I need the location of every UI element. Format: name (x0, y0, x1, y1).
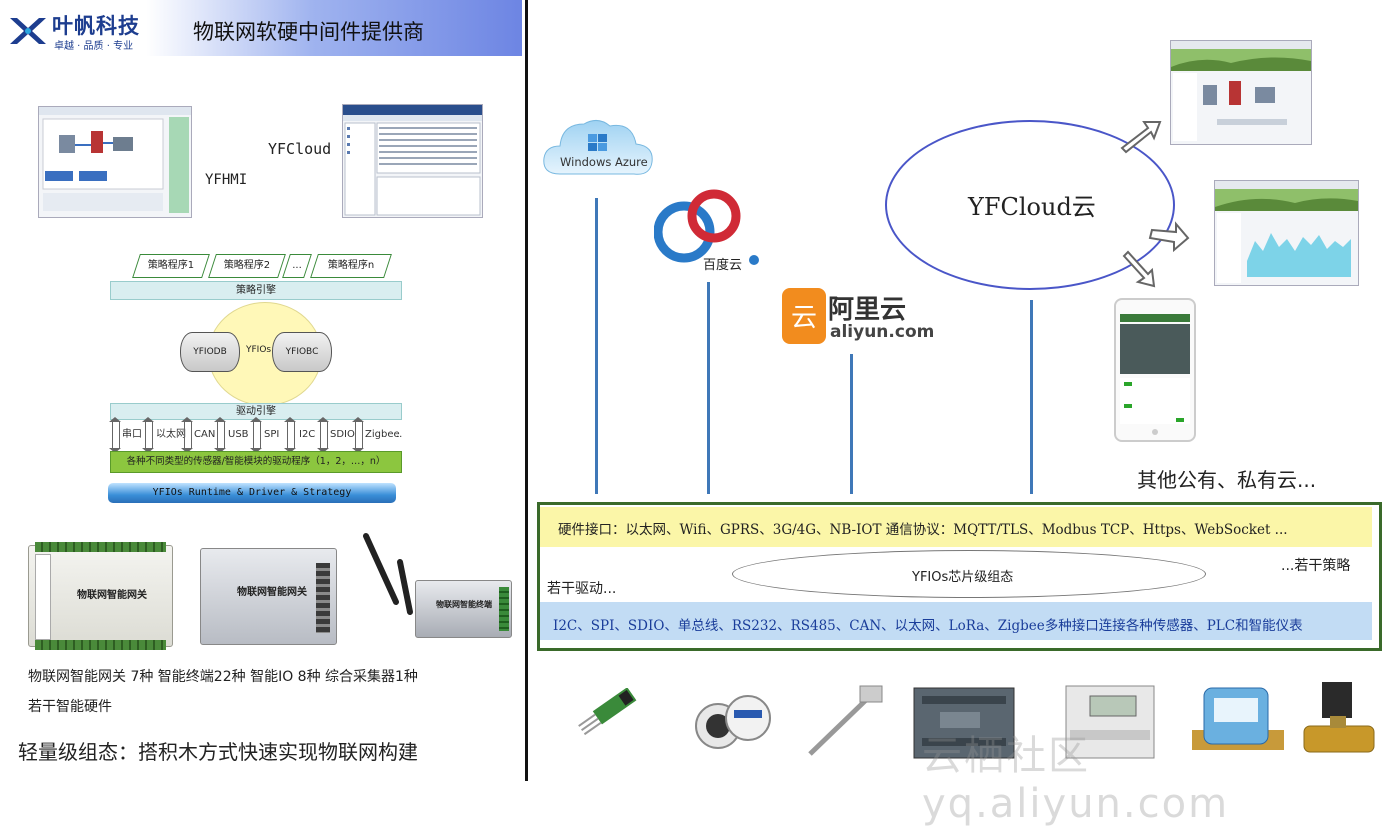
protocol-band (540, 507, 1372, 547)
aliyun-cn-label: 阿里云 (828, 295, 907, 325)
page-title: 物联网软硬中间件提供商 (193, 20, 424, 44)
humidity-sensor-icon (578, 688, 637, 736)
watermark: 云栖社区 yq.aliyun.com (922, 733, 1230, 827)
runtime-bar: YFIOs Runtime & Driver & Strategy (108, 483, 396, 503)
interface-ethernet: 以太网 (156, 429, 186, 440)
strategies-note: ...若干策略 (1281, 558, 1351, 574)
interface-zigbee: Zigbee (365, 429, 400, 440)
left-slogan: 轻量级组态：搭积木方式快速实现物联网构建 (18, 740, 418, 764)
yfiodb-cylinder: YFIODB (180, 332, 240, 372)
windows-azure-icon (543, 120, 653, 175)
yfios-chip-ellipse (732, 550, 1206, 598)
connector-line-azure (595, 198, 598, 494)
plc-icon (913, 687, 1015, 759)
strategy-program-n: 策略程序n (310, 254, 392, 278)
mobile-app-screenshot (1114, 298, 1196, 442)
svg-text:云: 云 (791, 303, 817, 333)
company-slogan: 卓越 · 品质 · 专业 (54, 41, 134, 52)
aliyun-icon: 云 (782, 288, 826, 344)
hardware-summary-2: 若干智能硬件 (28, 699, 112, 715)
gateway-device-1: 物联网智能网关 (28, 542, 173, 650)
gas-sensor-icon (695, 695, 771, 749)
connector-line-baidu (707, 282, 710, 494)
protocol-text: 硬件接口：以太网、Wifi、GPRS、3G/4G、NB-IOT 通信协议：MQT… (558, 522, 1288, 538)
interface-serial: 串口 (122, 429, 142, 440)
interface-arrow (352, 417, 364, 453)
interface-arrow (181, 417, 193, 453)
yfcloud-screenshot (342, 104, 483, 218)
gateway-device-2: 物联网智能网关 (200, 548, 337, 645)
other-clouds-label: 其他公有、私有云... (1137, 468, 1317, 492)
interface-sdio: SDIO (330, 429, 355, 440)
temperature-probe-icon (808, 685, 883, 756)
yfcloud-label: YFCloud (268, 140, 332, 158)
water-meter-icon (1192, 687, 1284, 750)
interface-arrow (317, 417, 329, 453)
terminal-device: 物联网智能终端 (415, 580, 512, 638)
hardware-summary: 物联网智能网关 7种 智能终端22种 智能IO 8种 综合采集器1种 (28, 669, 418, 685)
connector-line-aliyun (850, 354, 853, 494)
baidu-cloud-icon (654, 189, 759, 265)
web-monitor-screenshot-1 (1170, 40, 1312, 145)
yfios-chip-label: YFIOs芯片级组态 (912, 570, 1014, 585)
interface-arrow (142, 417, 154, 453)
vertical-divider (525, 0, 528, 781)
company-name: 叶帆科技 (52, 13, 140, 38)
strategy-engine-bar: 策略引擎 (110, 281, 402, 300)
header-banner (0, 0, 522, 56)
interface-arrow (284, 417, 296, 453)
aliyun-en-label: aliyun.com (830, 322, 935, 342)
yfiobc-cylinder: YFIOBC (272, 332, 332, 372)
yfcloud-ellipse (885, 120, 1175, 290)
baidu-cloud-label: 百度云 (703, 258, 743, 273)
interface-more: .. (396, 429, 403, 440)
interface-arrow (109, 417, 121, 453)
interface-spi: SPI (264, 429, 280, 440)
interface-can: CAN (194, 429, 216, 440)
interface-band (540, 602, 1372, 640)
connector-line-yfcloud (1030, 300, 1033, 494)
windows-azure-label: Windows Azure (560, 155, 648, 169)
interface-arrow (214, 417, 226, 453)
power-meter-icon (1065, 685, 1155, 759)
company-logo-icon (10, 18, 46, 44)
interface-i2c: I2C (299, 429, 316, 440)
interface-arrow (250, 417, 262, 453)
output-arrows-icon (1120, 121, 1190, 288)
yfcloud-label: YFCloud云 (968, 193, 1096, 221)
interface-usb: USB (228, 429, 249, 440)
solenoid-valve-icon (1303, 682, 1375, 753)
strategy-program-2: 策略程序2 (208, 254, 286, 278)
yfios-core-label: YFIOs (246, 345, 272, 355)
yfhmi-screenshot (38, 106, 192, 218)
strategy-program-ellipsis: ... (282, 254, 312, 278)
drivers-note: 若干驱动... (547, 581, 617, 597)
sensor-driver-bar: 各种不同类型的传感器/智能模块的驱动程序（1，2，…，n） (110, 451, 402, 473)
strategy-program-1: 策略程序1 (132, 254, 210, 278)
yfhmi-label: YFHMI (205, 172, 248, 188)
interface-text: I2C、SPI、SDIO、单总线、RS232、RS485、CAN、以太网、LoR… (553, 618, 1303, 634)
web-monitor-screenshot-2 (1214, 180, 1359, 286)
antenna-icon (363, 533, 413, 615)
